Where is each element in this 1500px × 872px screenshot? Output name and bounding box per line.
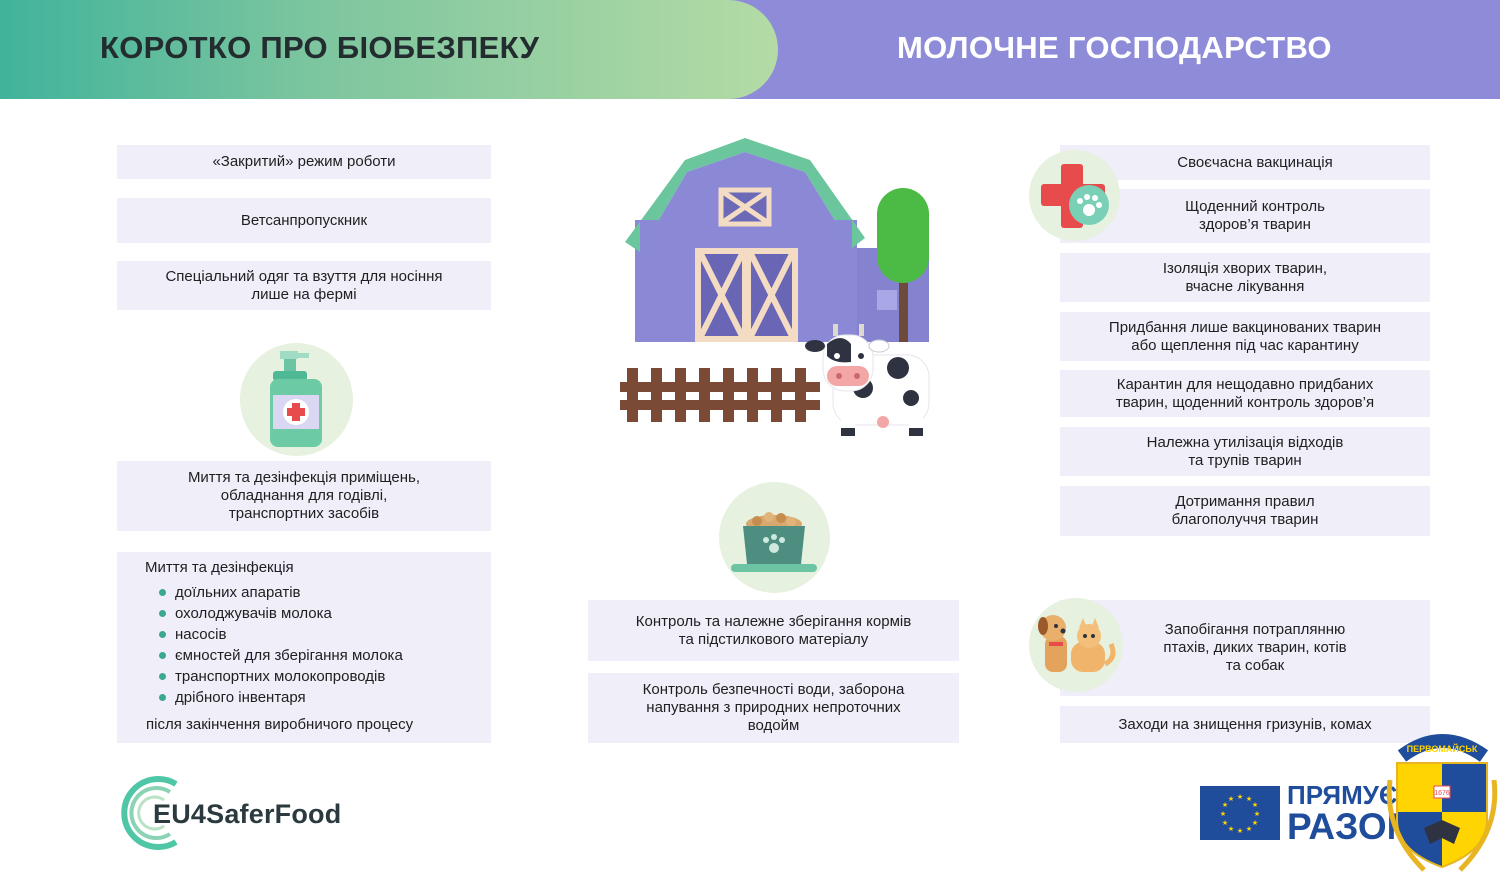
svg-text:★: ★ (1237, 793, 1243, 801)
svg-text:★: ★ (1222, 801, 1228, 809)
daily-health-text: Щоденний контроль здоров’я тварин (1185, 198, 1325, 233)
emblem-label: ПЕРВОМАЙСЬК (1407, 743, 1478, 754)
vet-checkpoint-box: Ветсанпропускник (117, 198, 491, 243)
water-safety-box: Контроль безпечності води, заборона напу… (588, 673, 959, 743)
feed-control-box: Контроль та належне зберігання кормів та… (588, 600, 959, 661)
pets-circle (1029, 598, 1123, 692)
eu-slogan: ПРЯМУЄМ РАЗОМ (1287, 780, 1397, 846)
disinfection-premises-box: Миття та дезінфекція приміщень, обладнан… (117, 461, 491, 531)
disinfection-list-box: Миття та дезінфекція доїльних апаратів о… (117, 552, 491, 743)
list-item: дрібного інвентаря (159, 688, 403, 709)
quarantine-box: Карантин для нещодавно придбаних тварин,… (1060, 370, 1430, 417)
wild-animals-text: Запобігання потраплянню птахів, диких тв… (1163, 621, 1347, 674)
list-item: доїльних апаратів (159, 583, 403, 604)
disinfection-list: доїльних апаратів охолоджувачів молока н… (159, 583, 403, 709)
barn-icon (625, 138, 929, 342)
feed-control-text: Контроль та належне зберігання кормів та… (635, 612, 912, 648)
dog-cat-icon (1038, 615, 1116, 672)
svg-text:★: ★ (1254, 810, 1260, 818)
vaccination-text: Своєчасна вакцинація (1177, 153, 1333, 171)
eu4saferfood-logo (121, 776, 178, 850)
eu-flag-icon: ★★★ ★★★ ★★★ ★★★ (1200, 786, 1280, 840)
vaccination-box: Своєчасна вакцинація (1060, 145, 1430, 180)
quarantine-text: Карантин для нещодавно придбаних тварин,… (1115, 375, 1375, 411)
svg-text:★: ★ (1252, 801, 1258, 809)
pest-control-box: Заходи на знищення гризунів, комах (1060, 706, 1430, 743)
closed-mode-box: «Закритий» режим роботи (117, 145, 491, 179)
sanitizer-circle (240, 343, 353, 456)
vet-checkpoint-text: Ветсанпропускник (240, 211, 368, 229)
list-item: транспортних молокопроводів (159, 667, 403, 688)
pest-control-text: Заходи на знищення гризунів, комах (1118, 715, 1372, 733)
animal-welfare-text: Дотримання правил благополуччя тварин (1171, 493, 1319, 528)
waste-disposal-text: Належна утилізація відходів та трупів тв… (1146, 433, 1344, 469)
food-bowl-circle (719, 482, 830, 593)
header-left-band (0, 0, 778, 99)
waste-disposal-box: Належна утилізація відходів та трупів тв… (1060, 427, 1430, 476)
svg-text:★: ★ (1222, 819, 1228, 827)
svg-text:★: ★ (1246, 825, 1252, 833)
svg-text:★: ★ (1228, 825, 1234, 833)
disinfection-premises-text: Миття та дезінфекція приміщень, обладнан… (187, 469, 421, 522)
list-heading: Миття та дезінфекція (145, 559, 294, 576)
fence-icon (620, 368, 820, 422)
farm-illustration (620, 138, 930, 436)
list-item: насосів (159, 625, 403, 646)
sanitizer-bottle-icon (270, 351, 322, 447)
section-title: МОЛОЧНЕ ГОСПОДАРСТВО (897, 30, 1332, 65)
wild-animals-box: Запобігання потраплянню птахів, диких тв… (1060, 600, 1430, 696)
isolation-box: Ізоляція хворих тварин, вчасне лікування (1060, 253, 1430, 302)
animal-welfare-box: Дотримання правил благополуччя тварин (1060, 486, 1430, 536)
svg-text:★: ★ (1246, 795, 1252, 803)
tree-icon (877, 188, 929, 342)
list-item: ємностей для зберігання молока (159, 646, 403, 667)
eu-slogan-line1: ПРЯМУЄМ (1287, 780, 1397, 810)
emblem-year: 1676 (1434, 790, 1450, 797)
vaccinated-purchase-text: Придбання лише вакцинованих тварин або щ… (1108, 318, 1382, 354)
eu-slogan-line2: РАЗОМ (1287, 806, 1397, 846)
water-safety-text: Контроль безпечності води, заборона напу… (642, 681, 905, 734)
pet-food-bowl-icon (731, 512, 817, 572)
svg-text:★: ★ (1228, 795, 1234, 803)
special-clothing-text: Спеціальний одяг та взуття для носіння л… (165, 267, 443, 303)
closed-mode-text: «Закритий» режим роботи (212, 153, 396, 170)
svg-text:★: ★ (1252, 819, 1258, 827)
page-title: КОРОТКО ПРО БІОБЕЗПЕКУ (100, 30, 540, 65)
vaccinated-purchase-box: Придбання лише вакцинованих тварин або щ… (1060, 312, 1430, 361)
city-emblem: ПЕРВОМАЙСЬК 1676 (1386, 734, 1498, 872)
isolation-text: Ізоляція хворих тварин, вчасне лікування (1162, 259, 1328, 295)
cow-icon (805, 324, 930, 436)
svg-text:★: ★ (1220, 810, 1226, 818)
list-item: охолоджувачів молока (159, 604, 403, 625)
special-clothing-box: Спеціальний одяг та взуття для носіння л… (117, 261, 491, 310)
vet-circle (1029, 150, 1120, 241)
daily-health-box: Щоденний контроль здоров’я тварин (1060, 189, 1430, 243)
list-footer: після закінчення виробничого процесу (146, 716, 414, 733)
svg-text:★: ★ (1237, 827, 1243, 835)
eu4saferfood-wordmark: EU4SaferFood (153, 799, 342, 829)
vet-cross-paw-icon (1041, 164, 1109, 228)
